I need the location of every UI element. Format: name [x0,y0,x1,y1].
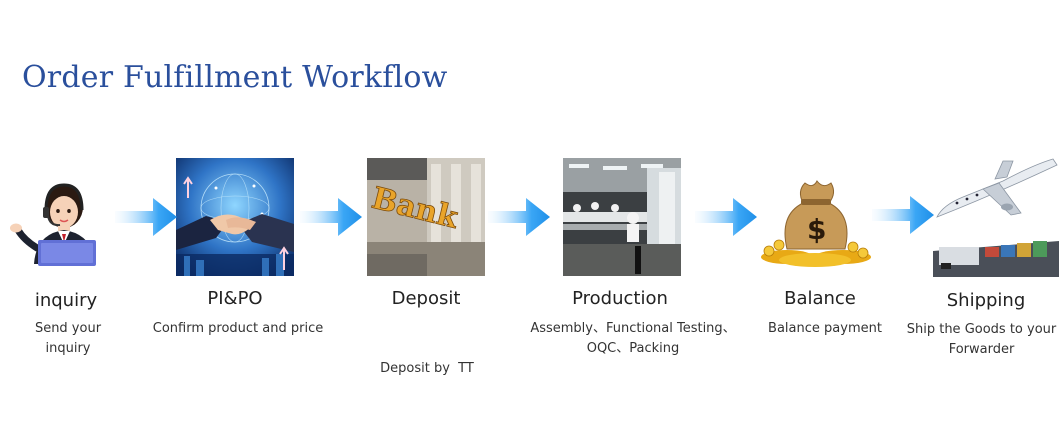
step-inquiry-desc: Send your inquiry [18,319,118,359]
step-inquiry-image [8,160,102,270]
step-deposit-desc: Deposit by TT [360,319,494,399]
step-inquiry-title: inquiry [34,290,98,311]
factory-icon [563,158,681,276]
arrow-right-icon [300,198,362,236]
step-production-desc-line: Assembly、Functional Testing、 [530,321,736,336]
step-balance-desc-line: Balance payment [768,321,882,336]
dollar-sign-text: $ [807,213,826,246]
step-shipping-desc-line: Forwarder [948,342,1015,357]
flow-arrow-1 [115,196,177,238]
arrow-right-icon [695,198,757,236]
arrow-right-icon [488,198,550,236]
step-production-image [563,158,681,276]
step-production-desc-line: OQC、Packing [586,341,680,356]
step-shipping-desc: Ship the Goods to your Forwarder [904,320,1059,360]
handshake-icon [176,158,294,276]
step-deposit-image: Bank [367,158,485,276]
step-shipping-title: Shipping [946,290,1026,311]
flow-arrow-3 [488,196,550,238]
step-inquiry-desc-line: Send your [34,321,102,336]
step-pi-po-desc: Confirm product and price [148,319,328,339]
step-shipping-desc-line: Ship the Goods to your [906,322,1057,337]
step-balance-desc: Balance payment [755,319,895,339]
step-production-title: Production [572,288,668,309]
step-production-desc: Assembly、Functional Testing、 OQC、Packing [518,319,748,359]
step-deposit-title: Deposit [391,288,461,309]
airplane-icon [933,158,1059,277]
step-inquiry-desc-line: inquiry [45,341,91,356]
step-pi-po-desc-line: Confirm product and price [152,321,324,336]
flow-arrow-5 [872,194,934,236]
flow-arrow-4 [695,196,757,238]
step-balance-image: $ [757,165,875,270]
bank-icon: Bank [367,158,485,276]
page-title: Order Fulfillment Workflow [22,60,448,95]
step-pi-po-title: PI&PO [207,288,263,309]
step-shipping-image [933,155,1059,277]
customer-service-agent-icon [10,183,96,266]
step-balance-title: Balance [784,288,856,309]
money-bag-icon: $ [761,180,871,267]
arrow-right-icon [872,196,934,234]
step-pi-po-image [176,158,294,276]
flow-arrow-2 [300,196,362,238]
arrow-right-icon [115,198,177,236]
step-deposit-desc-line: Deposit by TT [380,361,474,376]
